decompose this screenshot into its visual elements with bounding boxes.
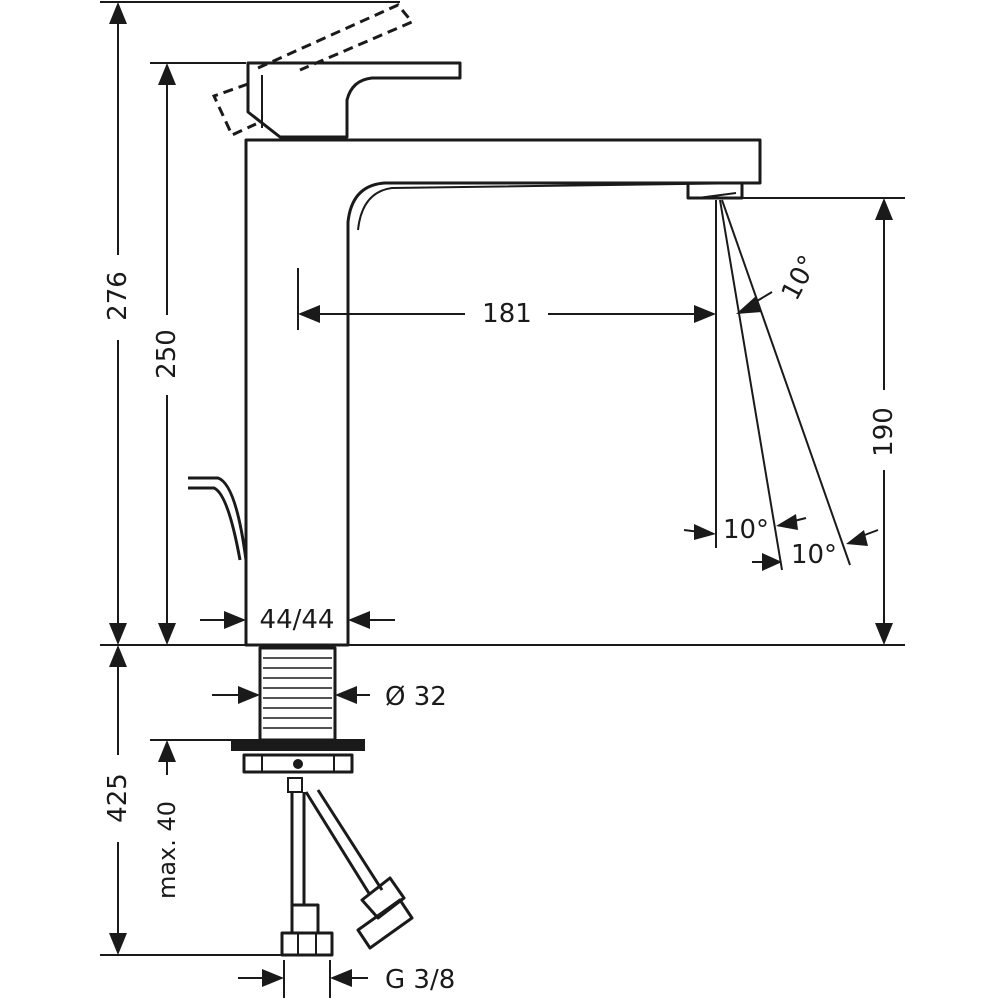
lever-raised-position (211, 3, 415, 137)
angle-bottom-right: 10° (752, 529, 879, 571)
pop-up-rod (188, 476, 248, 561)
label-diameter-32: Ø 32 (385, 682, 447, 712)
dimension-spout-height: 190 (869, 198, 899, 645)
dimension-spout-reach: 181 (298, 299, 716, 329)
dimension-max-countertop: max. 40 (153, 740, 181, 899)
angle-top: 10° (736, 251, 824, 314)
faucet-body (244, 138, 762, 647)
angle-bottom-left: 10° (683, 514, 807, 545)
label-250: 250 (152, 329, 182, 379)
label-190: 190 (869, 407, 899, 457)
label-angle-bottom-right: 10° (791, 540, 837, 570)
label-max-40: max. 40 (153, 801, 181, 899)
label-g-3-8: G 3/8 (385, 965, 455, 995)
label-276: 276 (103, 271, 133, 321)
lever-handle (246, 61, 462, 139)
dimension-total-height: 276 (103, 2, 133, 645)
label-181: 181 (482, 299, 532, 329)
dimension-hose-length: 425 (103, 645, 133, 955)
label-425: 425 (103, 773, 133, 823)
label-angle-bottom-left: 10° (723, 515, 769, 545)
label-44-44: 44/44 (260, 605, 335, 635)
label-angle-top: 10° (776, 251, 824, 306)
dimension-connection-thread: G 3/8 (238, 965, 455, 995)
mounting-shank (231, 646, 365, 774)
supply-hoses (280, 777, 414, 957)
dimension-shank-diameter: Ø 32 (212, 682, 447, 712)
dimension-body-section: 44/44 (200, 605, 395, 635)
dimension-body-height: 250 (152, 63, 182, 645)
extension-lines (100, 1, 905, 998)
